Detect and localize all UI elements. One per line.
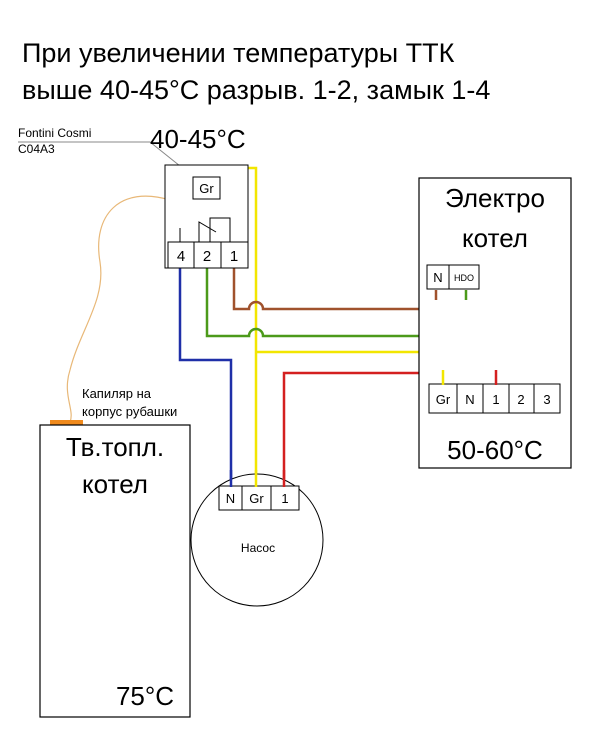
thermostat-temp: 40-45°C — [150, 124, 246, 154]
capillary-pad — [50, 420, 83, 425]
capillary-label-line-1: Капиляр на — [82, 386, 152, 401]
electric-boiler-hdo-terminal — [448, 264, 480, 290]
electric-boiler-n-label: N — [433, 270, 442, 285]
electric-boiler-hdo-label: HDO — [454, 273, 474, 283]
switch-contact-1 — [209, 217, 231, 242]
thermostat-terminal-block — [167, 241, 249, 269]
electric-boiler-name-line-2: котел — [462, 223, 528, 253]
title-line-2: выше 40-45°C разрыв. 1-2, замык 1-4 — [22, 75, 490, 105]
thermostat-model: C04A3 — [18, 142, 55, 156]
electric-boiler-terminal-3: 3 — [543, 392, 550, 407]
thermostat-gr-terminal — [192, 176, 221, 200]
electric-boiler-terminal-strip — [428, 383, 561, 414]
thermostat-unit: Gr 4 2 1 — [164, 164, 249, 269]
electric-boiler-temp: 50-60°C — [447, 435, 543, 465]
thermostat-terminal-1: 1 — [230, 248, 238, 265]
thermostat-brand: Fontini Cosmi — [18, 126, 91, 140]
wire-green-to-boiler-hdo — [205, 268, 468, 338]
pump-terminal-gr: Gr — [249, 491, 264, 506]
solid-fuel-boiler-box — [39, 424, 191, 718]
solid-fuel-boiler-name-line-1: Тв.топл. — [66, 432, 164, 462]
wire-blue-to-pump-n — [178, 268, 233, 518]
solid-fuel-boiler-temp: 75°C — [116, 681, 174, 711]
electric-boiler-box — [418, 177, 572, 469]
pump-terminal-block — [218, 485, 300, 511]
electric-boiler-terminal-n: N — [465, 392, 474, 407]
capillary-tube — [66, 195, 171, 423]
thermostat-terminal-4: 4 — [177, 248, 185, 265]
pump-terminal-1: 1 — [281, 491, 288, 506]
electric-boiler-name-line-1: Электро — [445, 183, 545, 213]
pump: N Gr 1 Насос — [190, 473, 324, 607]
electric-boiler-terminal-1: 1 — [492, 392, 499, 407]
pump-label: Насос — [241, 541, 275, 555]
capillary-label-line-2: корпус рубашки — [82, 404, 177, 419]
thermostat-leader-line — [18, 141, 181, 167]
pump-terminal-n: N — [226, 491, 235, 506]
wire-brown-to-boiler-n — [232, 268, 438, 311]
thermostat-gr-label: Gr — [199, 181, 214, 196]
electric-boiler-terminal-gr: Gr — [436, 392, 451, 407]
electric-boiler-terminal-2: 2 — [517, 392, 524, 407]
title-line-1: При увеличении температуры ТТК — [22, 38, 455, 68]
electric-boiler: Электро котел N HDO Gr N 1 2 3 50-60°C — [418, 177, 572, 469]
solid-fuel-boiler: Тв.топл. котел 75°C — [39, 424, 191, 718]
thermostat-terminal-2: 2 — [203, 248, 211, 265]
solid-fuel-boiler-name-line-2: котел — [82, 469, 148, 499]
